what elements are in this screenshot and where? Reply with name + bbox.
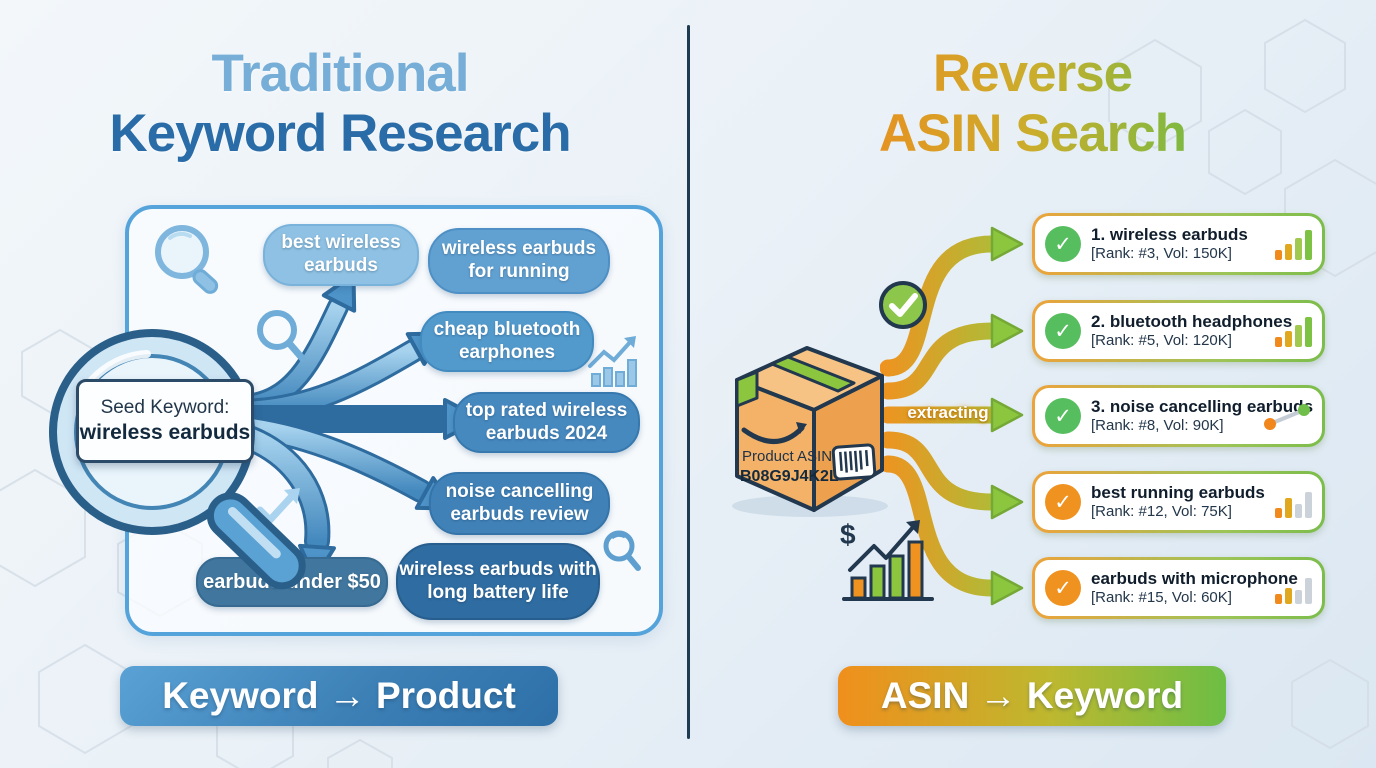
result-text: 2. bluetooth headphones [Rank: #5, Vol: … (1091, 311, 1293, 351)
asin-to-keyword-label: ASIN → Keyword (880, 675, 1184, 716)
check-circle-icon: ✓ (1045, 313, 1081, 349)
keyword-result-card-body: ✓ earbuds with microphone [Rank: #15, Vo… (1035, 560, 1322, 616)
left-title-line1: Traditional (211, 44, 470, 103)
revenue-chart-icon: $ (840, 519, 934, 601)
result-text: best running earbuds [Rank: #12, Vol: 75… (1091, 482, 1265, 522)
keyword-bubble: cheap bluetooth earphones (420, 311, 594, 372)
volume-bars-icon (1275, 315, 1312, 347)
keyword-result-card-body: ✓ 2. bluetooth headphones [Rank: #5, Vol… (1035, 303, 1322, 359)
svg-text:$: $ (840, 519, 856, 550)
left-title: Traditional Keyword Research (90, 44, 590, 164)
result-meta: [Rank: #5, Vol: 120K] (1091, 332, 1232, 350)
keyword-bubble: wireless earbuds for running (428, 228, 610, 294)
keyword-result-card: ✓ best running earbuds [Rank: #12, Vol: … (1032, 471, 1325, 533)
result-text: 1. wireless earbuds [Rank: #3, Vol: 150K… (1091, 224, 1265, 264)
keyword-bubble-label: best wireless earbuds (281, 232, 401, 276)
check-circle-icon: ✓ (1045, 570, 1081, 606)
keyword-bubble: top rated wireless earbuds 2024 (453, 392, 640, 453)
keyword-bubble-label: top rated wireless earbuds 2024 (465, 399, 628, 444)
result-text: 3. noise cancelling earbuds [Rank: #8, V… (1091, 396, 1314, 436)
check-circle-icon: ✓ (1045, 226, 1081, 262)
keyword-bubble-label: noise cancelling earbuds review (445, 480, 594, 525)
keyword-result-card: ✓ 2. bluetooth headphones [Rank: #5, Vol… (1032, 300, 1325, 362)
keyword-result-card: ✓ 1. wireless earbuds [Rank: #3, Vol: 15… (1032, 213, 1325, 275)
trend-line-icon (1264, 404, 1310, 430)
keyword-bubble-label: wireless earbuds for running (441, 238, 597, 282)
keyword-result-card: ✓ earbuds with microphone [Rank: #15, Vo… (1032, 557, 1325, 619)
product-asin-label: Product ASIN: (742, 448, 836, 465)
seed-keyword-label: Seed Keyword: (100, 397, 230, 418)
right-title-line2: ASIN Search (790, 104, 1275, 164)
keyword-bubble: best wireless earbuds (263, 224, 419, 286)
product-asin-value: B08G9J4K2L (740, 468, 839, 485)
keyword-bubble: noise cancelling earbuds review (429, 472, 610, 535)
result-title: 2. bluetooth headphones (1091, 312, 1293, 331)
left-title-line2: Keyword Research (109, 104, 571, 163)
right-title: Reverse ASIN Search (790, 44, 1275, 164)
keyword-to-product-label: Keyword → Product (162, 675, 516, 716)
keyword-result-card: ✓ 3. noise cancelling earbuds [Rank: #8,… (1032, 385, 1325, 447)
amazon-package-icon: Product ASIN: B08G9J4K2L (732, 346, 888, 517)
check-circle-icon: ✓ (1045, 484, 1081, 520)
result-meta: [Rank: #15, Vol: 60K] (1091, 589, 1232, 607)
asin-to-keyword-banner: ASIN → Keyword (838, 666, 1226, 726)
keyword-result-card-body: ✓ best running earbuds [Rank: #12, Vol: … (1035, 474, 1322, 530)
volume-bars-icon (1275, 486, 1312, 518)
center-divider (687, 25, 690, 739)
volume-bars-icon (1275, 572, 1312, 604)
keyword-result-card-body: ✓ 3. noise cancelling earbuds [Rank: #8,… (1035, 388, 1322, 444)
seed-keyword-box: Seed Keyword: wireless earbuds (76, 379, 254, 463)
verified-check-icon (879, 281, 927, 329)
result-title: 1. wireless earbuds (1091, 225, 1248, 244)
result-meta: [Rank: #3, Vol: 150K] (1091, 245, 1232, 263)
keyword-bubble: wireless earbuds with long battery life (396, 543, 600, 620)
result-meta: [Rank: #12, Vol: 75K] (1091, 503, 1232, 521)
extracting-label: extracting (907, 403, 989, 422)
result-meta: [Rank: #8, Vol: 90K] (1091, 417, 1224, 435)
keyword-result-card-body: ✓ 1. wireless earbuds [Rank: #3, Vol: 15… (1035, 216, 1322, 272)
volume-bars-icon (1275, 228, 1312, 260)
result-title: earbuds with microphone (1091, 569, 1298, 588)
result-title: best running earbuds (1091, 483, 1265, 502)
right-title-line1: Reverse (790, 44, 1275, 104)
keyword-bubble-label: cheap bluetooth earphones (433, 318, 581, 363)
check-circle-icon: ✓ (1045, 398, 1081, 434)
keyword-bubble-label: wireless earbuds with long battery life (399, 558, 597, 603)
result-title: 3. noise cancelling earbuds (1091, 397, 1314, 416)
seed-keyword-value: wireless earbuds (79, 421, 251, 444)
keyword-to-product-banner: Keyword → Product (120, 666, 558, 726)
result-text: earbuds with microphone [Rank: #15, Vol:… (1091, 568, 1298, 608)
